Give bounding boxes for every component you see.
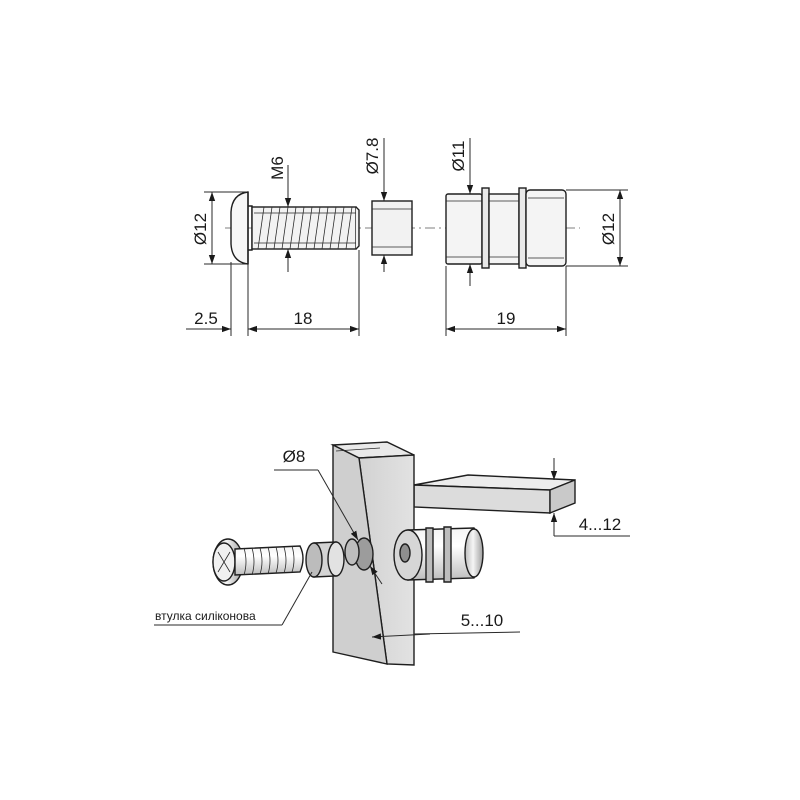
dim-cap-diameter: Ø12: [566, 189, 628, 267]
top-orthographic-view: Ø12 M6 Ø7.8 Ø11 Ø12: [186, 138, 628, 336]
dim-hole-diameter-label: Ø8: [283, 447, 306, 466]
dim-bushing-diameter-label: Ø7.8: [363, 138, 382, 175]
bushing-side: [371, 200, 413, 256]
dim-thickness-range-label: 4...12: [579, 515, 622, 534]
dim-thickness-range: 4...12: [550, 458, 630, 537]
glass-shelf: [413, 474, 576, 515]
dim-sleeve-diameter-label: Ø11: [449, 141, 468, 172]
dim-lengths: 2.5 18 19: [186, 250, 567, 336]
cap-sleeve: [445, 187, 567, 269]
dim-thread: M6: [268, 156, 292, 272]
dim-cap-length-label: 19: [497, 309, 516, 328]
bushing-callout: втулка силіконова: [154, 571, 313, 626]
cap-iso: [393, 526, 484, 583]
dim-head-diameter: Ø12: [191, 191, 246, 265]
isometric-assembly-view: Ø8 4...12 5...10 втулка силіконова: [154, 441, 630, 666]
bushing-callout-label: втулка силіконова: [155, 609, 256, 623]
dim-offset-range: 5...10: [371, 611, 521, 640]
dim-offset-range-label: 5...10: [461, 611, 504, 630]
dim-head-diameter-label: Ø12: [191, 213, 210, 245]
dim-cap-diameter-label: Ø12: [599, 213, 618, 245]
dim-screw-length-label: 18: [294, 309, 313, 328]
dim-head-length-label: 2.5: [194, 309, 218, 328]
bushing-iso: [305, 541, 345, 578]
dim-hole-diameter: Ø8: [274, 447, 383, 585]
screw-iso: [212, 538, 304, 586]
dim-bushing-diameter: Ø7.8: [363, 138, 388, 272]
dim-thread-label: M6: [268, 156, 287, 180]
screw-shank: [251, 206, 360, 250]
dim-sleeve-diameter: Ø11: [449, 138, 474, 286]
